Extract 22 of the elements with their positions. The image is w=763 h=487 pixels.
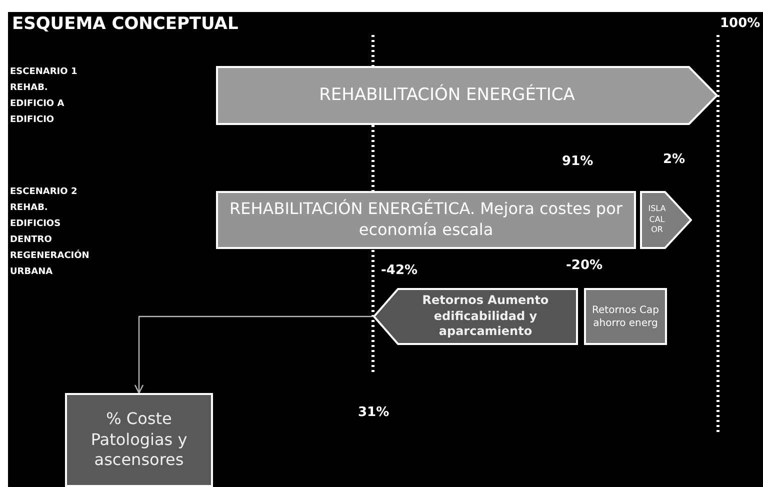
box-text: REHABILITACIÓN ENERGÉTICA (319, 84, 575, 107)
process-box (216, 191, 636, 249)
diagram-title: ESQUEMA CONCEPTUAL (12, 14, 238, 34)
box-text: % Coste Patologias y ascensores (90, 408, 188, 472)
box-text: Retornos Aumento edificabilidad y aparcamiento (421, 293, 550, 340)
arrow-shaped-bar (373, 288, 578, 345)
box-text: REHABILITACIÓN ENERGÉTICA. Mejora costes por economía escala (228, 199, 624, 241)
box-text: ISLA CAL OR (647, 204, 667, 236)
percentage-label: 91% (562, 154, 594, 169)
percentage-label: 100% (720, 16, 760, 31)
scenario-label: ESCENARIO 2 REHAB. EDIFICIOS DENTRO REGENERACIÓN URBANA (10, 186, 90, 279)
percentage-label: 31% (358, 405, 390, 420)
arrow-shaped-bar (640, 191, 692, 249)
connector-arrow (134, 316, 373, 394)
process-box (584, 288, 667, 345)
arrow-shaped-bar (216, 66, 718, 125)
percentage-label: 2% (663, 152, 686, 167)
box-text: Retornos Cap ahorro energ (591, 304, 660, 330)
scenario-label: ESCENARIO 1 REHAB. EDIFICIO A EDIFICIO (10, 66, 78, 127)
process-box (65, 393, 213, 487)
percentage-label: -20% (566, 258, 603, 273)
percentage-label: -42% (381, 263, 418, 278)
